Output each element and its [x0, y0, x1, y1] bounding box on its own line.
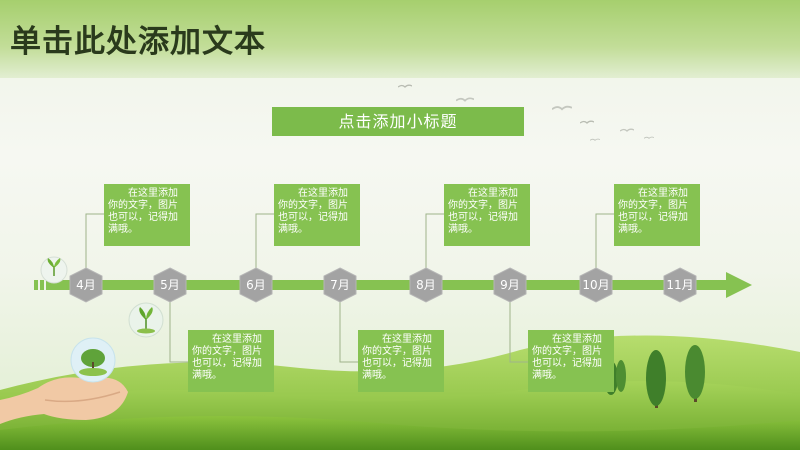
- hand-globe-icon: [0, 337, 128, 424]
- bird-icon: [620, 128, 634, 132]
- timeline-arrow-icon: [726, 272, 752, 298]
- month-label-apr[interactable]: 4月: [76, 278, 96, 292]
- timeline-node: [323, 267, 357, 303]
- timeline-node: [69, 267, 103, 303]
- text-box-bottom-3[interactable]: 在这里添加你的文字，图片也可以，记得加满哦。: [528, 330, 614, 392]
- month-label-sep[interactable]: 9月: [500, 278, 520, 292]
- bird-icon: [398, 84, 412, 88]
- timeline-bar: [46, 280, 726, 290]
- month-label-aug[interactable]: 8月: [416, 278, 436, 292]
- month-label-oct[interactable]: 10月: [582, 278, 610, 292]
- bird-icon: [590, 138, 600, 142]
- month-label-jun[interactable]: 6月: [246, 278, 266, 292]
- subtitle-box[interactable]: 点击添加小标题: [272, 107, 524, 136]
- month-label-may[interactable]: 5月: [160, 278, 180, 292]
- globe-plant-icon: [128, 302, 164, 338]
- month-label-jul[interactable]: 7月: [330, 278, 350, 292]
- slide-title[interactable]: 单击此处添加文本: [10, 24, 266, 60]
- bird-icon: [552, 105, 572, 111]
- bird-icon: [644, 136, 654, 140]
- timeline-node: [663, 267, 697, 303]
- timeline-node: [493, 267, 527, 303]
- timeline-node: [409, 267, 443, 303]
- text-box-top-3[interactable]: 在这里添加你的文字，图片也可以，记得加满哦。: [444, 184, 530, 246]
- timeline-node: [239, 267, 273, 303]
- text-box-top-2[interactable]: 在这里添加你的文字，图片也可以，记得加满哦。: [274, 184, 360, 246]
- bird-icon: [580, 120, 594, 124]
- leaf-sprout-icon: [40, 256, 68, 284]
- timeline-node: [579, 267, 613, 303]
- text-box-top-1[interactable]: 在这里添加你的文字，图片也可以，记得加满哦。: [104, 184, 190, 246]
- bird-icon: [456, 97, 474, 102]
- title-bar: [0, 0, 800, 78]
- month-label-nov[interactable]: 11月: [666, 278, 694, 292]
- text-box-bottom-2[interactable]: 在这里添加你的文字，图片也可以，记得加满哦。: [358, 330, 444, 392]
- timeline-node: [153, 267, 187, 303]
- text-box-bottom-1[interactable]: 在这里添加你的文字，图片也可以，记得加满哦。: [188, 330, 274, 392]
- text-box-top-4[interactable]: 在这里添加你的文字，图片也可以，记得加满哦。: [614, 184, 700, 246]
